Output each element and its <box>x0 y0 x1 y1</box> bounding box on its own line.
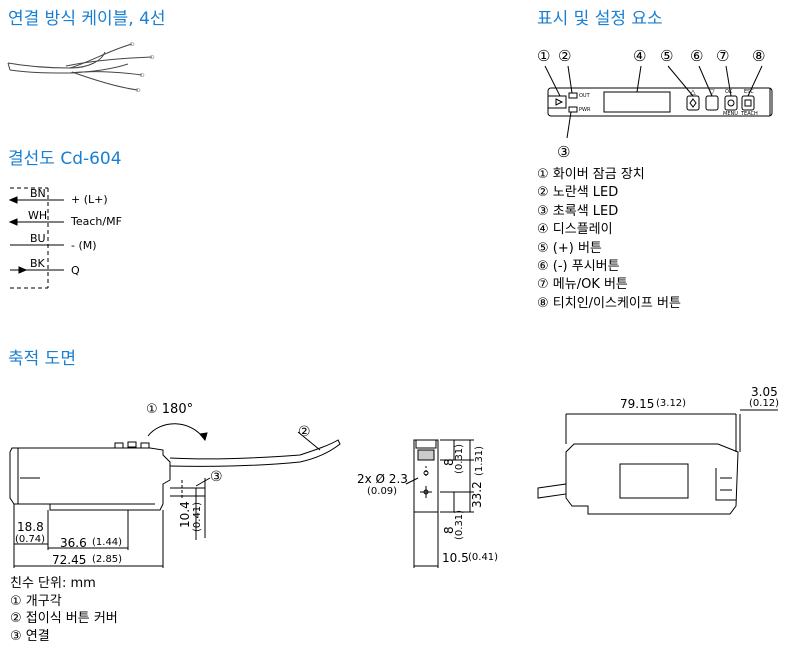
wire-code-wh: WH <box>28 209 48 222</box>
wire-code-bu: BU <box>30 232 46 245</box>
dim-10-5: 10.5 <box>442 551 469 565</box>
callout-5: ⑤ <box>660 47 674 65</box>
side-callout-2: ② <box>298 424 311 440</box>
note-item: ③ 연결 <box>10 628 50 644</box>
note-item: ① 개구각 <box>10 593 62 609</box>
callout-7: ⑦ <box>716 47 730 65</box>
dim-10-4: 10.4 <box>178 501 192 528</box>
list-item: ⑧ 티치인/이스케이프 버튼 <box>537 295 681 311</box>
dim-79-15: 79.15 <box>620 397 655 411</box>
callout-8: ⑧ <box>752 47 766 65</box>
angle-label: ① 180° <box>146 402 194 417</box>
ok-label: OK <box>725 89 733 95</box>
note-item: ② 접이식 버튼 커버 <box>10 611 118 626</box>
dim-hole: 2x Ø 2.3 <box>357 472 408 486</box>
callout-4: ④ <box>633 47 647 65</box>
display-elements-list: ① 화이버 잠금 장치 ② 노란색 LED ③ 초록색 LED ④ 디스플레이 … <box>537 166 681 313</box>
side-callout-3: ③ <box>210 469 223 485</box>
list-item: ⑥ (-) 푸시버튼 <box>537 259 620 275</box>
wire-label-bk: Q <box>71 264 80 277</box>
callout-2: ② <box>558 47 572 65</box>
list-item: ⑤ (+) 버튼 <box>537 240 602 256</box>
wire-code-bn: BN <box>30 187 46 200</box>
list-item: ⑦ 메뉴/OK 버튼 <box>537 277 628 293</box>
dim-36-6-in: (1.44) <box>92 537 123 548</box>
note-unit: 친수 단위: mm <box>10 576 96 591</box>
list-item: ① 화이버 잠금 장치 <box>537 167 645 182</box>
dim-18-8: 18.8 <box>17 520 44 534</box>
wire-code-bk: BK <box>30 257 45 270</box>
dim-8-top-in: (0.31) <box>454 443 465 474</box>
esc-label: ESC <box>744 89 754 95</box>
wire-label-bu: - (M) <box>71 239 97 252</box>
wire-label-wh: Teach/MF <box>71 215 122 228</box>
dim-10-4-in: (0.41) <box>192 501 203 532</box>
dim-72-45-in: (2.85) <box>92 554 123 565</box>
dim-33-2-in: (1.31) <box>474 445 485 476</box>
dim-3-05: 3.05 <box>751 385 778 399</box>
menu-label: MENU <box>723 111 738 117</box>
list-item: ② 노란색 LED <box>537 185 619 201</box>
svg-text:▽: ▽ <box>709 88 715 96</box>
dim-8-bot-in: (0.31) <box>454 509 465 540</box>
heading-display: 표시 및 설정 요소 <box>537 9 663 29</box>
list-item: ③ 초록색 LED <box>537 203 619 219</box>
wire-label-bn: + (L+) <box>71 193 108 206</box>
dim-33-2: 33.2 <box>470 481 484 508</box>
dim-72-45: 72.45 <box>52 553 87 567</box>
dim-3-05-in: (0.12) <box>749 398 780 409</box>
dim-hole-in: (0.09) <box>367 486 398 497</box>
teach-label: TEACH <box>741 111 758 117</box>
heading-dimensions: 축적 도면 <box>8 349 76 369</box>
dim-79-15-in: (3.12) <box>656 398 687 409</box>
led-pwr-label: PWR <box>579 107 591 113</box>
callout-3: ③ <box>557 143 571 161</box>
dim-18-8-in: (0.74) <box>15 534 46 545</box>
heading-wiring: 결선도 Cd-604 <box>8 149 122 169</box>
led-out-label: OUT <box>579 93 590 99</box>
dim-10-5-in: (0.41) <box>468 552 499 563</box>
dimension-notes: 친수 단위: mm ① 개구각 ② 접이식 버튼 커버 ③ 연결 <box>10 575 118 645</box>
callout-1: ① <box>537 47 551 65</box>
heading-cable: 연결 방식 케이블, 4선 <box>8 9 166 29</box>
svg-text:△: △ <box>690 88 696 96</box>
callout-6: ⑥ <box>690 47 704 65</box>
list-item: ④ 디스플레이 <box>537 222 613 238</box>
dim-36-6: 36.6 <box>60 536 87 550</box>
